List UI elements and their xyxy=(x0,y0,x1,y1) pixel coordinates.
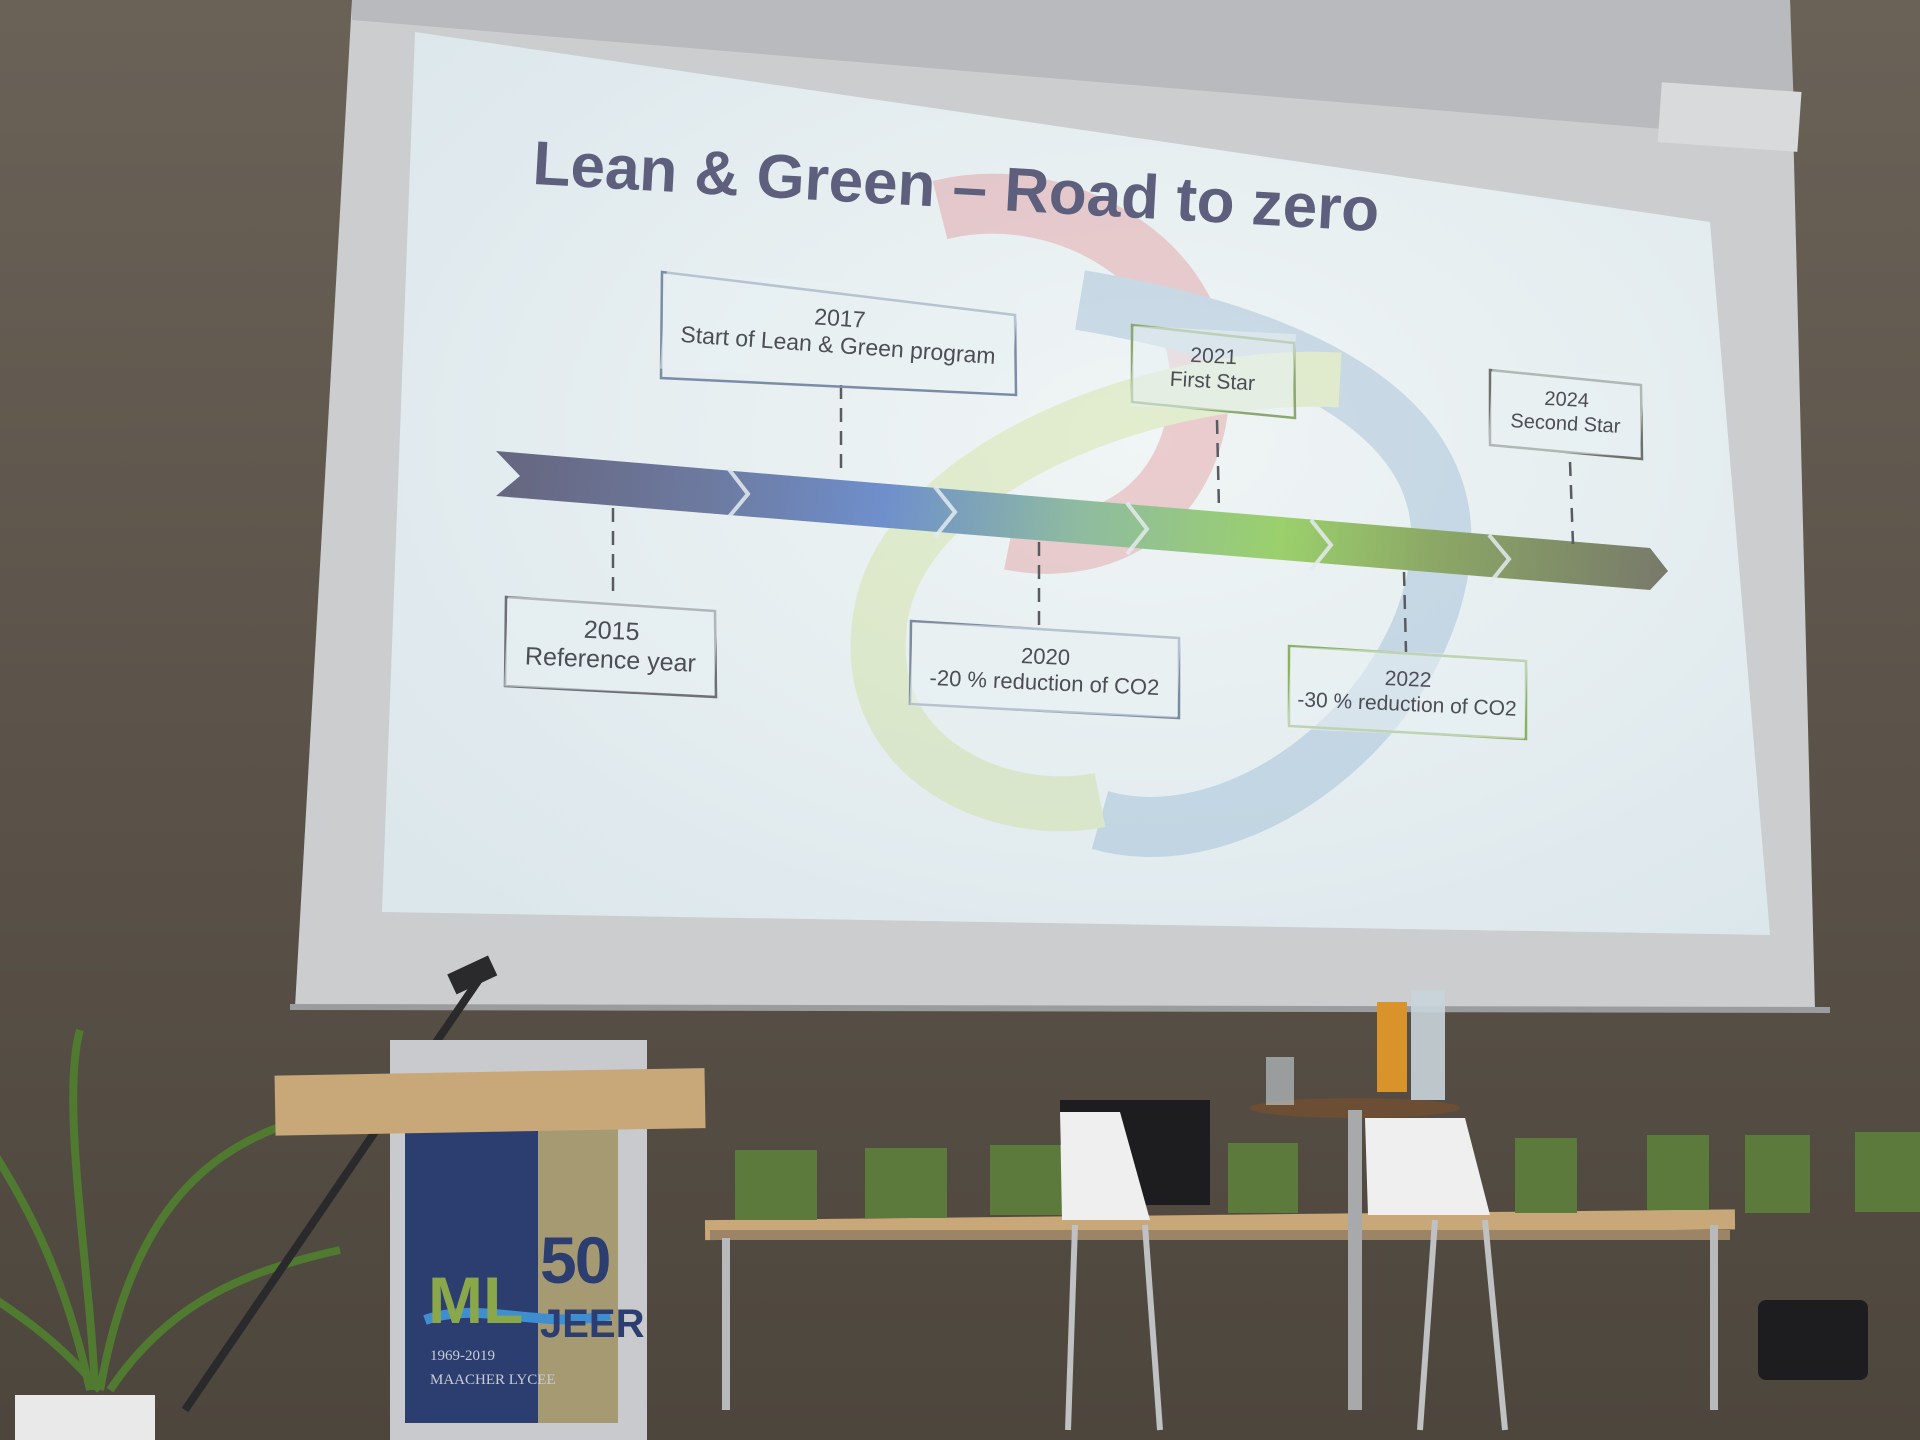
timeline-arrow xyxy=(496,451,1668,590)
podium-logo-initials: ML xyxy=(428,1263,524,1337)
bag xyxy=(1758,1300,1868,1380)
chair-white-2 xyxy=(1365,1118,1490,1215)
connector-2021 xyxy=(1215,419,1221,511)
glass xyxy=(1266,1057,1294,1105)
microphone xyxy=(447,955,498,995)
water-bottle xyxy=(1411,990,1445,1100)
milestone-year: 2024 xyxy=(1543,388,1590,413)
connector-2024 xyxy=(1568,461,1575,545)
milestone-year: 2015 xyxy=(583,615,641,646)
milestone-year: 2020 xyxy=(1020,643,1071,671)
milestone-label: Reference year xyxy=(524,642,697,678)
podium-logo-school: MAACHER LYCEE xyxy=(430,1372,556,1388)
milestone-label: Second Star xyxy=(1509,410,1621,438)
juice-bottle xyxy=(1377,1002,1407,1092)
side-desk xyxy=(274,1068,706,1136)
milestone-year: 2021 xyxy=(1189,344,1238,370)
milestone-2015: 2015 Reference year xyxy=(504,596,718,696)
connector-2022 xyxy=(1402,571,1408,653)
milestone-label: -20 % reduction of CO2 xyxy=(929,664,1160,700)
podium-logo-suffix: JEER xyxy=(540,1302,645,1346)
milestone-year: 2022 xyxy=(1384,667,1432,693)
plant-pot xyxy=(15,1395,155,1440)
podium-logo-years: 1969-2019 xyxy=(430,1348,495,1364)
bar-table xyxy=(1250,1098,1460,1118)
slide-title: Lean & Green – Road to zero xyxy=(531,128,1382,246)
milestone-2020: 2020 -20 % reduction of CO2 xyxy=(909,622,1181,718)
plant xyxy=(0,1028,341,1393)
milestone-year: 2017 xyxy=(813,303,867,333)
chair-white-1 xyxy=(1060,1112,1150,1220)
milestone-2017: 2017 Start of Lean & Green program xyxy=(660,270,1018,394)
milestone-2021: 2021 First Star xyxy=(1130,325,1296,415)
milestone-label: -30 % reduction of CO2 xyxy=(1296,688,1518,721)
milestone-2024: 2024 Second Star xyxy=(1488,369,1644,457)
milestone-2022: 2022 -30 % reduction of CO2 xyxy=(1287,646,1528,740)
podium-logo-number: 50 xyxy=(540,1223,611,1297)
milestone-label: First Star xyxy=(1169,367,1256,396)
